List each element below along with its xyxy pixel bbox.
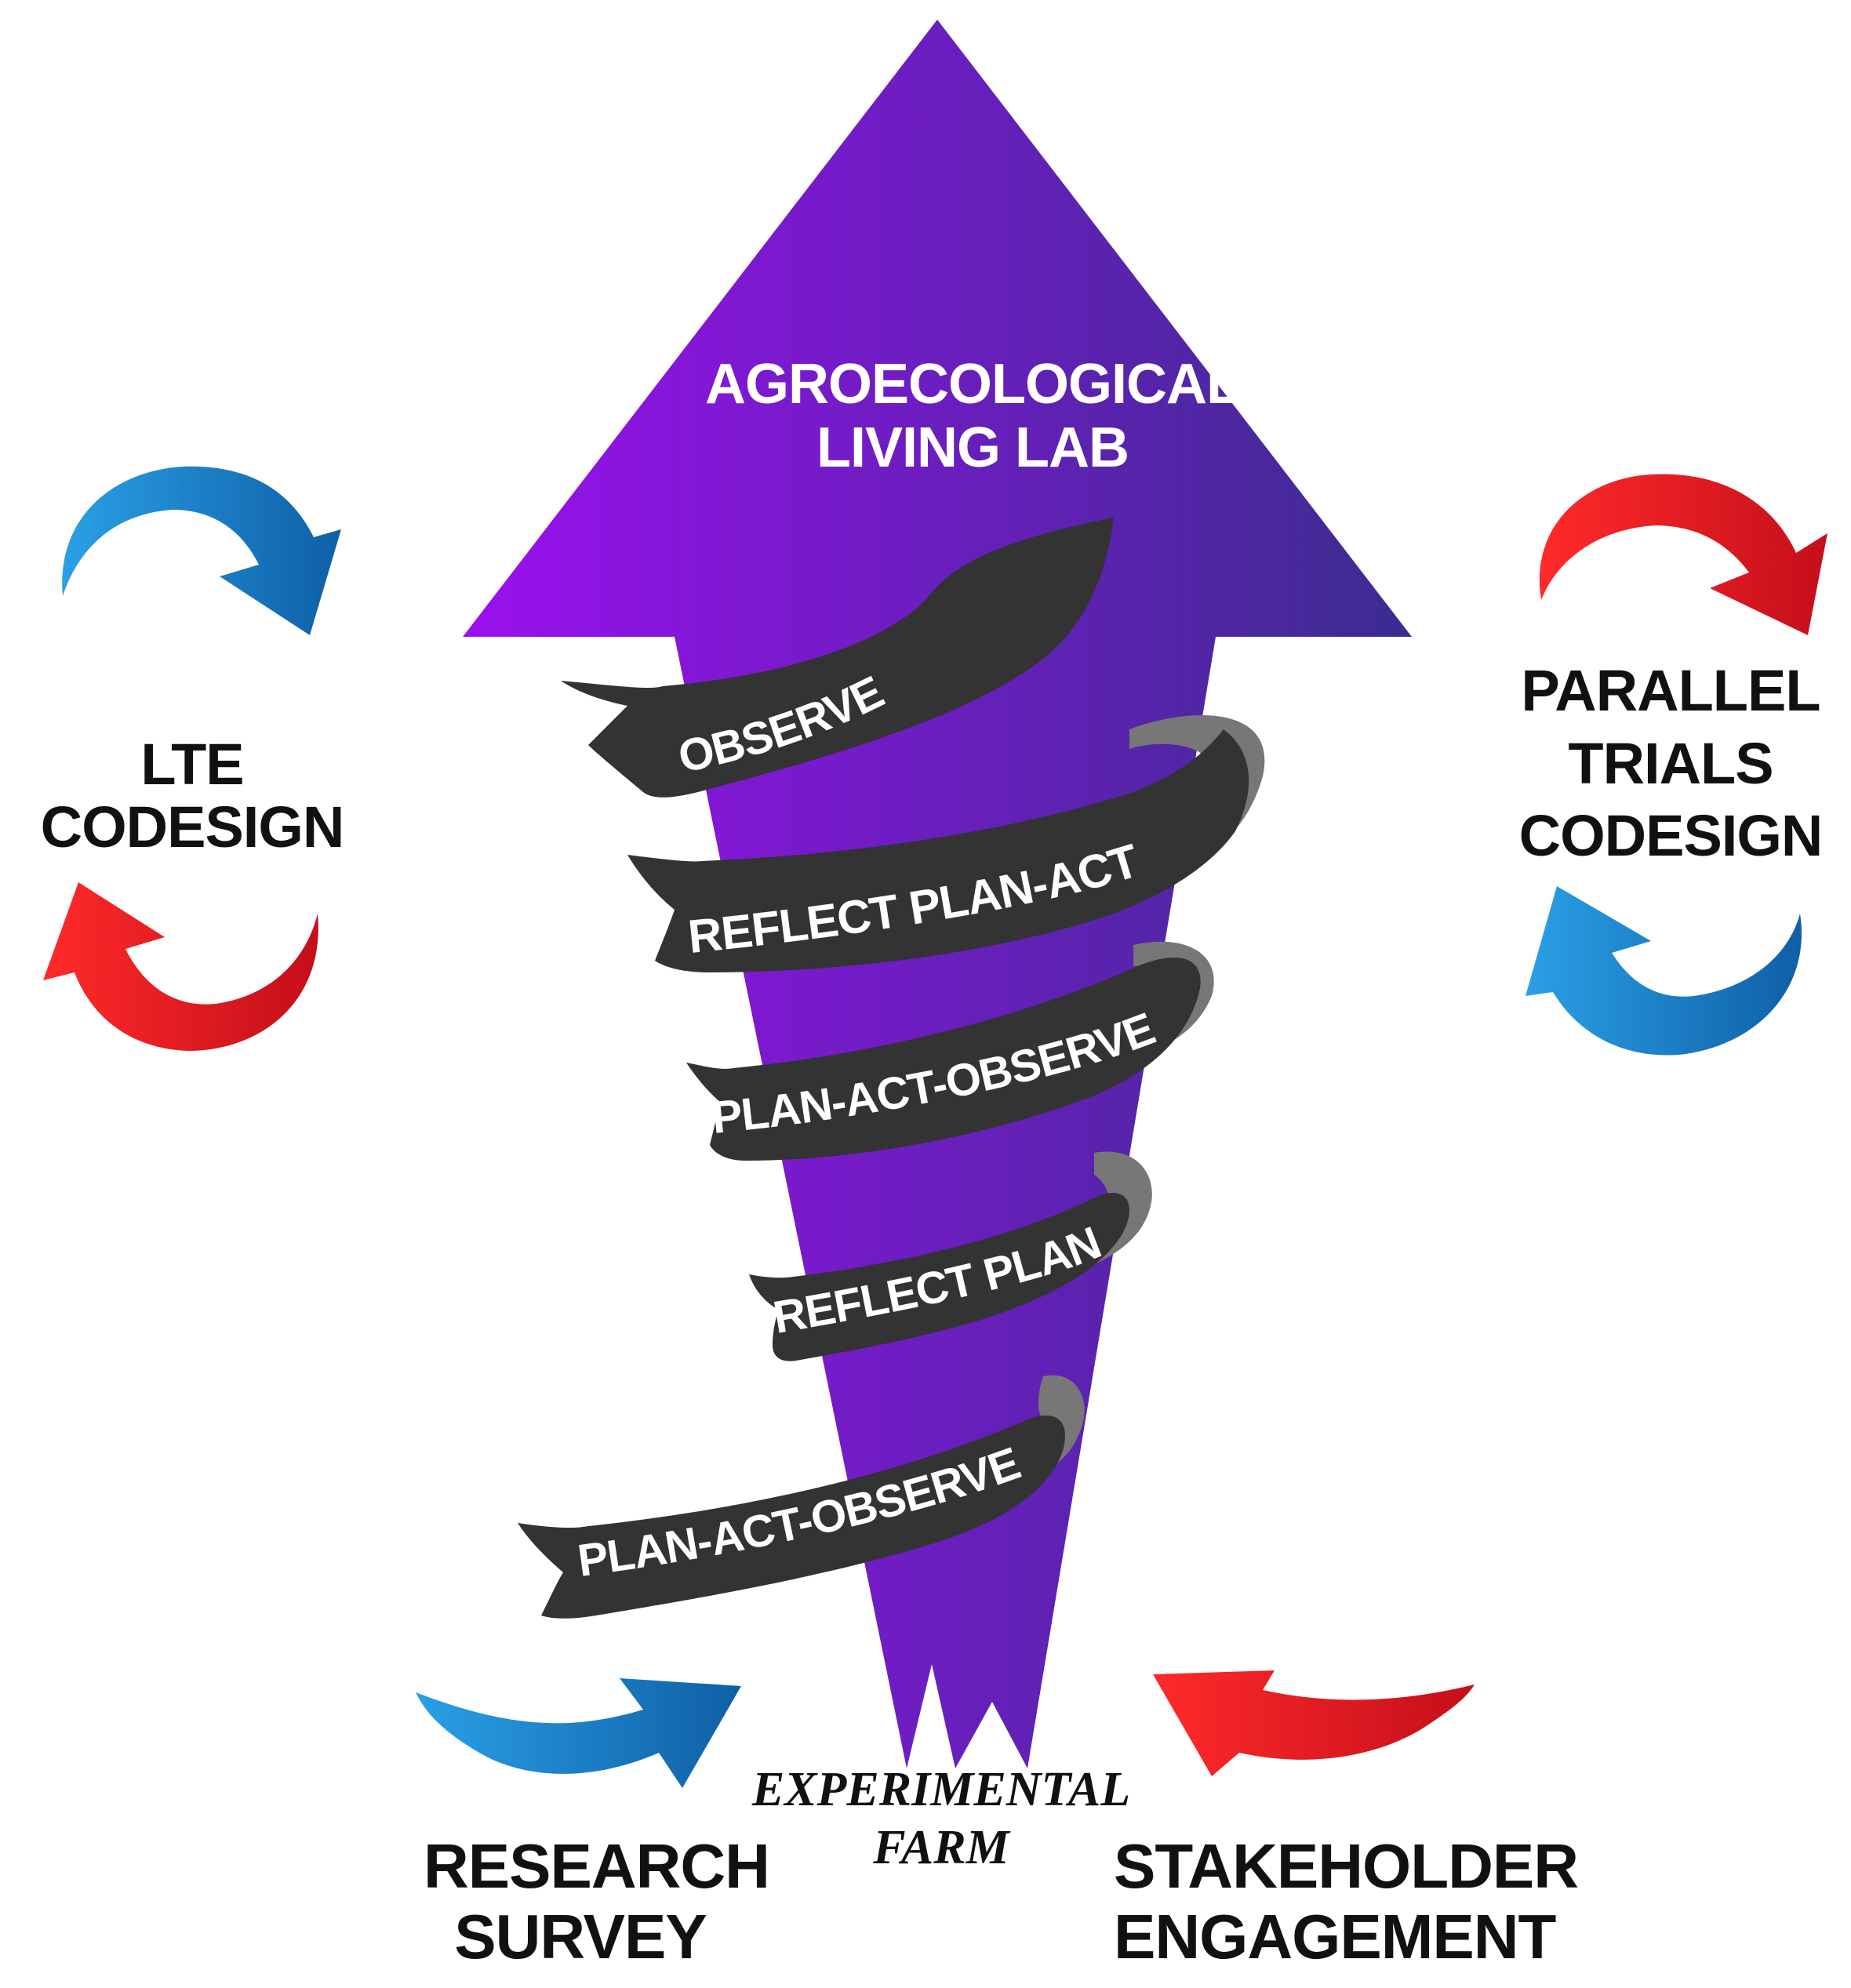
ribbon-band-plan-act-observe-upper [686,958,1201,1161]
main-arrow-title-line: AGROECOLOGICAL [705,353,1241,416]
curved-arrow-red-icon [1539,474,1827,635]
ribbon-band-plan-act-observe-lower [518,1415,1065,1619]
curved-arrow-blue-icon [62,466,342,635]
ribbon-band-observe [561,518,1114,798]
research-survey-arrow-icon [416,1678,741,1788]
ribbon-band-reflect-plan [749,1193,1129,1361]
parallel-trials-codesign-label: PARALLEL TRIALS CODESIGN [1518,658,1824,868]
stakeholder-engagement-label: STAKEHOLDER ENGAGEMENT [1114,1831,1579,1972]
main-arrow-title: AGROECOLOGICAL LIVING LAB [675,353,1271,479]
curved-arrow-blue-icon [1526,886,1802,1056]
curved-arrow-red-icon [43,882,318,1051]
main-arrow-title-line: LIVING LAB [816,416,1129,479]
research-survey-label: RESEARCH SURVEY [424,1831,770,1972]
lte-codesign-label: LTE CODESIGN [40,732,345,860]
experimental-farm-label: EXPERIMENTAL FARM [751,1763,1131,1875]
stakeholder-engagement-arrow-icon [1153,1670,1475,1776]
ribbon-band-reflect-plan-act [627,729,1249,972]
